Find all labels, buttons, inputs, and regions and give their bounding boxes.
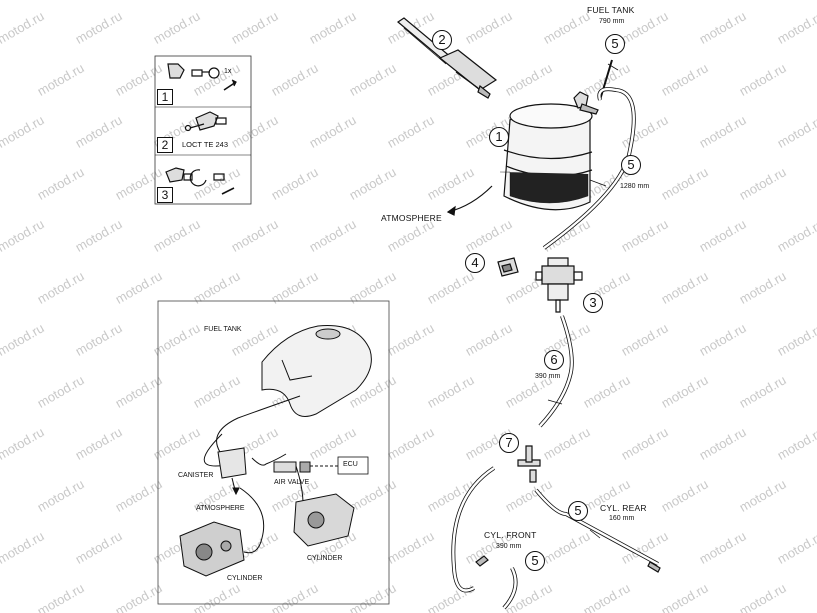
length-390-mid: 390 mm [535,373,561,380]
callout-5-rear: 5 [568,501,588,521]
inset-ecu-label: ECU [343,461,358,468]
step-1-number: 1 [157,89,173,105]
inset-cylinder-front-label: CYLINDER [227,575,263,582]
callout-7: 7 [499,433,519,453]
callout-5-front: 5 [525,551,545,571]
callout-6: 6 [544,350,564,370]
part-1-fuel-pump [500,91,599,211]
callout-1: 1 [489,127,509,147]
inset-cylinder-rear-label: CYLINDER [307,555,343,562]
callout-4: 4 [465,253,485,273]
part-2-drawing [397,17,498,99]
step-3-number: 3 [157,187,173,203]
step-2-number: 2 [157,137,173,153]
assembly-steps-panel [154,55,252,205]
inset-air-valve-label: AIR VALVE [274,479,310,486]
part-7-t-connector [517,445,541,483]
loctite-label: LOCT TE 243 [182,140,228,149]
part-3-valve [535,257,583,313]
length-390-front: 390 mm [496,543,522,550]
length-160: 160 mm [609,515,635,522]
length-1280: 1280 mm [620,183,650,190]
callout-2: 2 [432,30,452,50]
inset-atmosphere-label: ATMOSPHERE [196,505,245,512]
cyl-front-label: CYL. FRONT [484,530,537,540]
callout-3: 3 [583,293,603,313]
callout-5-fuel-tank: 5 [605,34,625,54]
callout-5-loop: 5 [621,155,641,175]
atmosphere-label: ATMOSPHERE [381,213,442,223]
fuel-tank-label: FUEL TANK [587,5,635,15]
inset-overview [157,300,390,605]
part-4-clip [497,257,519,277]
inset-canister-label: CANISTER [178,472,214,479]
cyl-rear-label: CYL. REAR [600,503,647,513]
torque-label: 1x [224,68,232,75]
inset-fuel-tank-label: FUEL TANK [204,326,242,333]
length-790: 790 mm [599,18,625,25]
